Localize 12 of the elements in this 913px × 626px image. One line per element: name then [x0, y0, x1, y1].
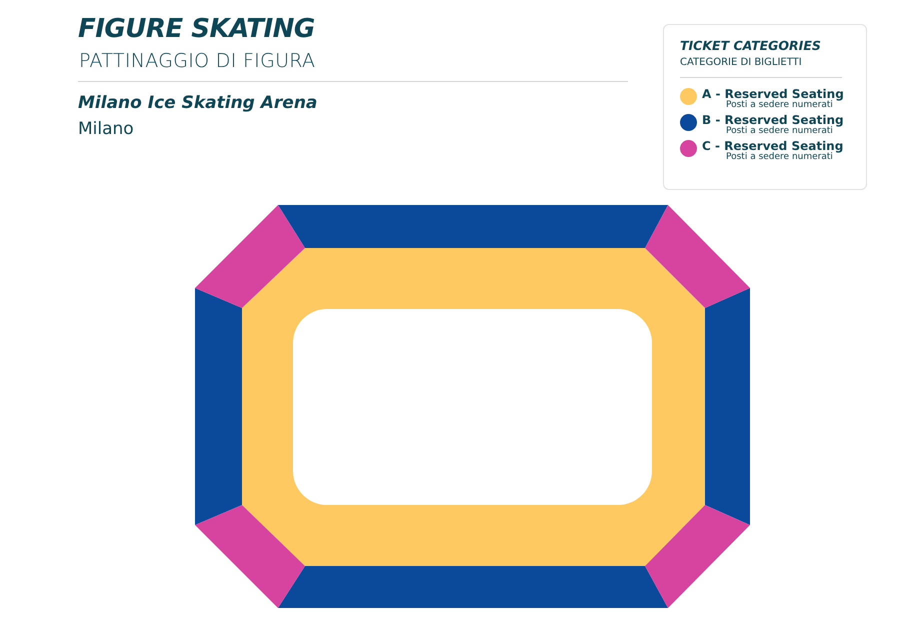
legend-note: Posti a sedere numerati [726, 100, 833, 110]
legend-text: C - Reserved Seating [702, 139, 844, 153]
subtitle: PATTINAGGIO DI FIGURA [79, 50, 316, 72]
legend-text: B - Reserved Seating [702, 113, 844, 127]
legend-note: Posti a sedere numerati [726, 152, 833, 162]
venue-name: Milano Ice Skating Arena [78, 93, 318, 113]
legend-title: TICKET CATEGORIES [680, 38, 822, 53]
legend-note: Posti a sedere numerati [726, 126, 833, 136]
title: FIGURE SKATING [78, 14, 315, 44]
legend-text: A - Reserved Seating [702, 87, 844, 101]
legend-subtitle: CATEGORIE DI BIGLIETTI [680, 57, 803, 68]
city-name: Milano [78, 119, 134, 139]
